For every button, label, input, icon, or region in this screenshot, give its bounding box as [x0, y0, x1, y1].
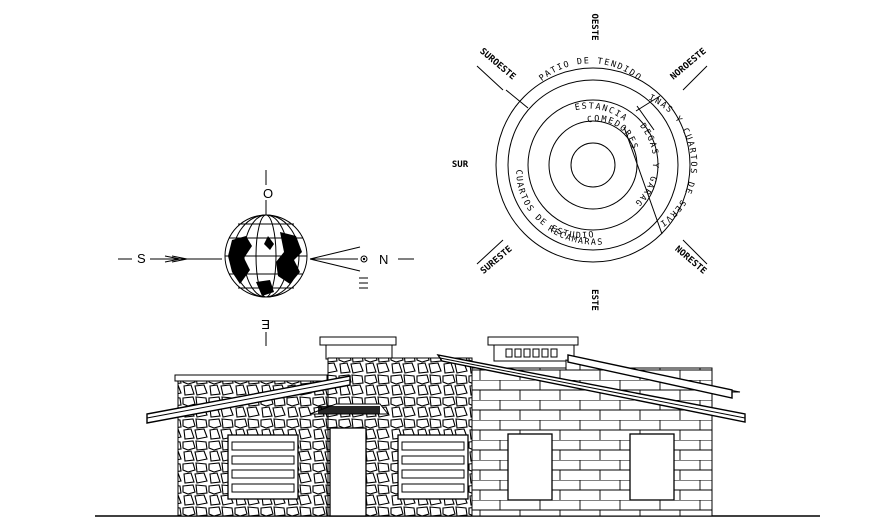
window-louvered-left [227, 434, 299, 500]
room-comedores-label: COMEDORES [586, 114, 638, 151]
rose-sur-label: SUR [452, 160, 469, 170]
rose-este-label: ESTE [589, 289, 599, 311]
arrow-feather-icon [164, 255, 188, 263]
room-cuartos-label: CUARTOS DE ESTUDIO [513, 170, 594, 242]
vent-grille [505, 348, 558, 358]
north-point-icon [360, 255, 368, 263]
north-arrow-icon [309, 246, 361, 272]
svg-text:BODEGAS Y GARAGES: BODEGAS Y GARAGES [0, 0, 660, 209]
left-parapet [174, 374, 328, 382]
compass-diagram: O E S N [118, 170, 414, 346]
rose-outer-ring [495, 67, 691, 263]
chimney-cap-right [487, 336, 579, 346]
svg-text:PATIO DE TENDIDO: PATIO DE TENDIDO [537, 56, 643, 83]
rose-sureste-label: SURESTE [479, 244, 514, 276]
rose-ring-3 [527, 99, 659, 231]
rose-oeste-label: OESTE [589, 13, 599, 40]
svg-text:CUARTOS DE ESTUDIO: CUARTOS DE ESTUDIO [513, 170, 596, 242]
rose-center [570, 142, 616, 188]
window-brick-right [629, 433, 675, 501]
rose-noreste-label: NORESTE [673, 244, 708, 276]
front-door [329, 427, 367, 517]
window-brick-left [507, 433, 553, 501]
compass-east-label: E [261, 317, 270, 332]
rose-ring-2 [507, 79, 679, 251]
rose-suroeste-label: SUROESTE [477, 47, 517, 83]
svg-text:COMEDORES: COMEDORES [586, 114, 639, 151]
globe-icon [224, 214, 308, 298]
rose-noroeste-label: NOROESTE [669, 47, 709, 83]
room-patio-label: PATIO DE TENDIDO [537, 56, 642, 83]
compass-south-label: S [137, 251, 146, 266]
scale-mark-icon [359, 277, 368, 289]
roof-right [436, 353, 746, 423]
room-bodegas-label: BODEGAS Y GARAGES [0, 0, 659, 209]
compass-north-label: N [379, 252, 388, 267]
compass-west-label: O [263, 186, 273, 201]
window-louvered-center [397, 434, 469, 500]
roof-upper [567, 354, 733, 399]
orientation-rose: OESTE ESTE SUR SUROESTE NOROESTE NORESTE… [0, 0, 709, 311]
house-elevation [95, 336, 820, 517]
chimney-cap-left [319, 336, 397, 346]
